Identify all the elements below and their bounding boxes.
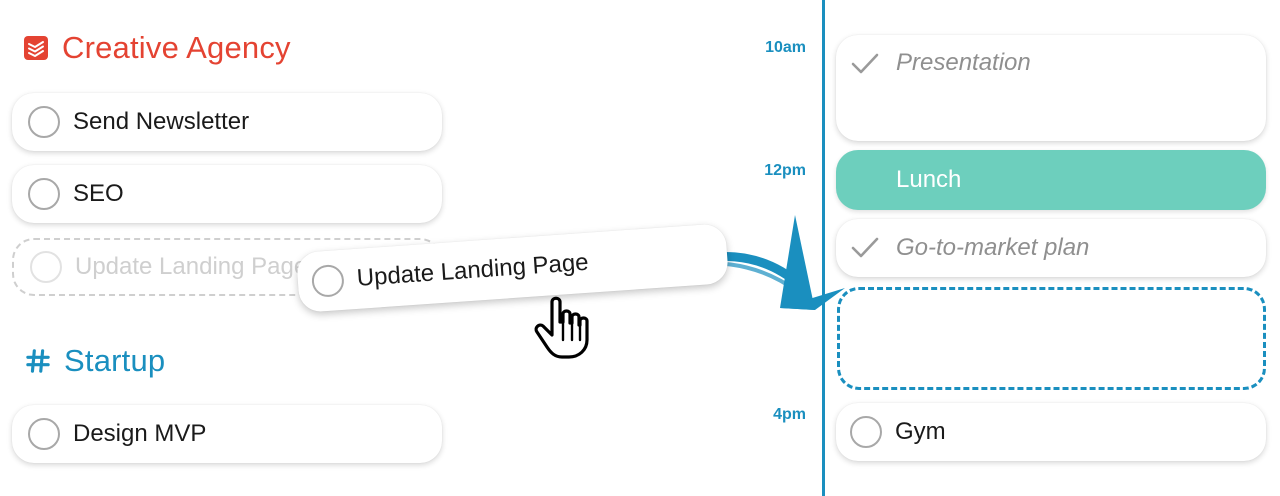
hand-pointer-icon xyxy=(534,296,589,359)
task-label: SEO xyxy=(73,180,124,207)
task-item[interactable]: Design MVP xyxy=(12,405,442,463)
task-item[interactable]: SEO xyxy=(12,165,442,223)
task-drag-placeholder: Update Landing Page xyxy=(12,238,442,296)
time-label: 10am xyxy=(765,39,806,56)
calendar-event-completed[interactable]: Presentation xyxy=(836,35,1266,141)
task-checkbox[interactable] xyxy=(28,418,60,450)
task-checkbox[interactable] xyxy=(28,106,60,138)
drop-zone[interactable] xyxy=(837,287,1266,390)
checkmark-icon[interactable] xyxy=(850,233,880,263)
time-label: 4pm xyxy=(773,406,806,423)
project-title: Startup xyxy=(64,343,166,378)
hashtag-icon xyxy=(26,349,50,373)
event-label: Presentation xyxy=(896,49,1031,76)
task-item[interactable]: Send Newsletter xyxy=(12,93,442,151)
todoist-stack-icon xyxy=(24,36,48,60)
calendar-event[interactable]: Lunch xyxy=(836,150,1266,210)
task-label: Update Landing Page xyxy=(75,253,308,280)
project-header-creative-agency[interactable]: Creative Agency xyxy=(24,30,291,66)
project-title: Creative Agency xyxy=(62,30,291,65)
timeline-line xyxy=(822,0,825,496)
project-header-startup[interactable]: Startup xyxy=(26,343,165,379)
calendar-event-completed[interactable]: Go-to-market plan xyxy=(836,219,1266,277)
task-label: Design MVP xyxy=(73,420,207,447)
checkmark-icon[interactable] xyxy=(850,49,880,79)
event-label: Gym xyxy=(895,418,946,445)
event-label: Go-to-market plan xyxy=(896,234,1090,261)
task-checkbox[interactable] xyxy=(28,178,60,210)
task-checkbox xyxy=(30,251,62,283)
event-label: Lunch xyxy=(896,166,962,193)
time-label: 12pm xyxy=(764,162,806,179)
task-label: Update Landing Page xyxy=(355,248,590,292)
calendar-task[interactable]: Gym xyxy=(836,403,1266,461)
task-label: Send Newsletter xyxy=(73,108,250,135)
task-checkbox[interactable] xyxy=(850,416,882,448)
task-checkbox[interactable] xyxy=(310,263,346,298)
